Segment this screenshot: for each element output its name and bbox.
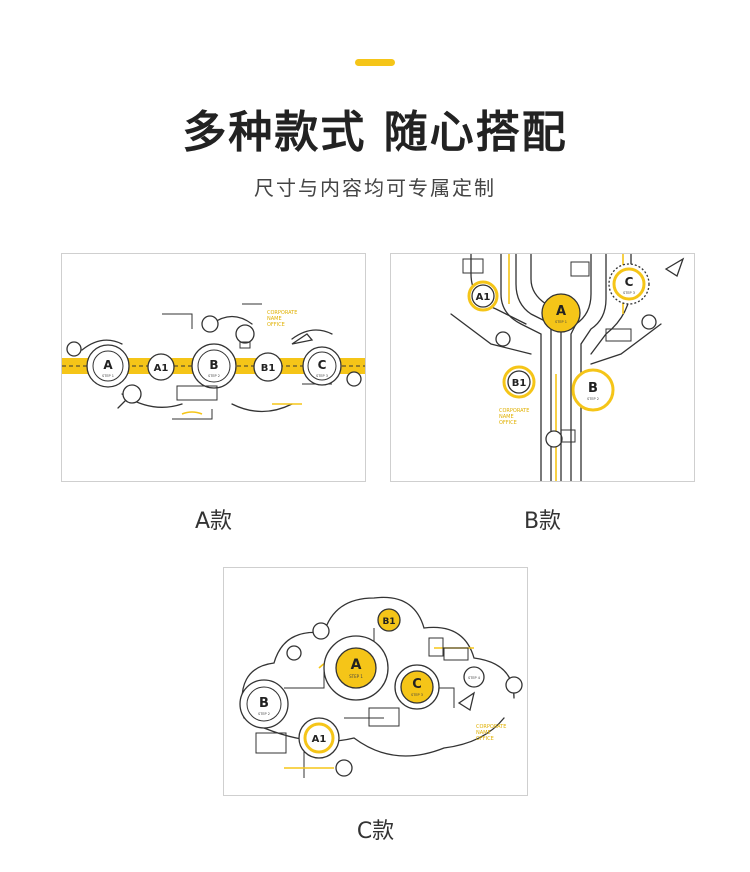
node-b-step: STEP 2 xyxy=(208,374,220,378)
person-icon xyxy=(495,331,511,347)
node-c xyxy=(302,346,342,386)
node-b1 xyxy=(253,352,283,382)
style-c-card[interactable]: B1 A STEP 1 C STEP 3 B STEP 2 A1 STEP 4 … xyxy=(223,567,528,796)
node-b1 xyxy=(507,370,531,394)
node-a1 xyxy=(147,353,175,381)
corporate-line-3: OFFICE xyxy=(267,322,285,328)
node-a1-label: A1 xyxy=(312,734,327,745)
node-c-step: STEP 3 xyxy=(623,291,635,295)
node-a1 xyxy=(471,284,495,308)
corporate-line-2: NAME xyxy=(267,316,282,322)
phone-icon xyxy=(428,637,444,657)
node-c-label: C xyxy=(412,677,422,692)
circuit-lines xyxy=(162,303,332,420)
node-b1 xyxy=(377,608,401,632)
node-b-label: B xyxy=(259,696,269,711)
rocket-icon xyxy=(291,333,314,345)
node-c-step: STEP 3 xyxy=(411,693,423,697)
node-step4 xyxy=(463,666,485,688)
lightbulb-base-icon xyxy=(239,341,251,349)
node-a xyxy=(335,647,377,689)
corporate-line-1: CORPORATE xyxy=(476,724,506,730)
node-b-step: STEP 2 xyxy=(258,712,270,716)
node-b-label: B xyxy=(209,358,218,372)
node-c xyxy=(400,670,434,704)
node-a1-label: A1 xyxy=(154,363,169,374)
rocket-icon xyxy=(457,691,476,712)
style-b-caption: B款 xyxy=(523,509,562,534)
magnifier-handle-icon xyxy=(117,400,126,409)
chart-icon xyxy=(462,258,484,274)
node-c xyxy=(612,267,646,301)
node-a xyxy=(541,293,581,333)
style-a-card[interactable]: A STEP 1 A1 B STEP 2 B1 C STEP 3 CORPORA… xyxy=(61,253,366,482)
node-a1 xyxy=(303,722,335,754)
node-c-label: C xyxy=(625,275,634,289)
team-icon xyxy=(605,328,632,342)
avatar-icon xyxy=(641,314,657,330)
node-a-step: STEP 1 xyxy=(102,374,114,378)
page-subtitle: 尺寸与内容均可专属定制 xyxy=(254,176,496,200)
node-b-inner xyxy=(246,686,282,722)
avatar-icon xyxy=(505,676,523,694)
node-b1-label: B1 xyxy=(382,617,395,627)
node-c-inner xyxy=(307,351,337,381)
cube-icon xyxy=(368,707,400,727)
corporate-line-1: CORPORATE xyxy=(499,408,529,414)
browser-icon xyxy=(443,647,469,661)
style-a-caption: A款 xyxy=(194,509,233,534)
magnifier-icon xyxy=(286,645,302,661)
corporate-line-2: NAME xyxy=(499,414,514,420)
magnifier-icon xyxy=(122,384,142,404)
lightbulb-icon xyxy=(235,324,255,344)
page-title: 多种款式 随心搭配 xyxy=(182,107,568,158)
monitor-icon xyxy=(570,261,590,277)
user-badge-icon xyxy=(545,430,563,448)
corporate-line-3: OFFICE xyxy=(476,736,494,742)
node-step4-label: STEP 4 xyxy=(468,676,481,680)
team-icon xyxy=(176,385,218,401)
tablet-icon xyxy=(560,429,576,443)
accent-bar xyxy=(355,59,395,66)
user-badge-icon xyxy=(335,759,353,777)
node-a-inner xyxy=(92,350,124,382)
analytics-icon xyxy=(255,732,287,754)
style-a-illustration: A STEP 1 A1 B STEP 2 B1 C STEP 3 CORPORA… xyxy=(62,303,365,420)
style-b-card[interactable]: A1 A STEP 1 C STEP 3 B1 B STEP 2 CORPORA… xyxy=(390,253,695,482)
person-icon xyxy=(312,622,330,640)
corporate-line-1: CORPORATE xyxy=(267,310,297,316)
style-c-illustration: B1 A STEP 1 C STEP 3 B STEP 2 A1 STEP 4 … xyxy=(239,596,523,778)
node-b-label: B xyxy=(588,381,598,396)
node-a-label: A xyxy=(103,358,113,372)
connector-lines xyxy=(81,315,333,413)
person-icon xyxy=(66,341,82,357)
rocket-icon xyxy=(664,257,685,277)
node-a-label: A xyxy=(556,304,566,319)
avatar-icon xyxy=(346,371,362,387)
node-a-label: A xyxy=(351,657,362,673)
user-badge-icon xyxy=(201,315,219,333)
node-b-step: STEP 2 xyxy=(587,397,599,401)
style-c-caption: C款 xyxy=(356,819,395,844)
corporate-line-3: OFFICE xyxy=(499,420,517,426)
node-b1-label: B1 xyxy=(261,363,276,374)
node-b xyxy=(571,368,615,412)
corporate-line-2: NAME xyxy=(476,730,491,736)
node-a1-label: A1 xyxy=(476,292,491,303)
node-b-inner xyxy=(197,349,231,383)
node-c-label: C xyxy=(318,358,327,372)
node-c-step: STEP 3 xyxy=(316,374,328,378)
node-a-step: STEP 1 xyxy=(349,674,363,679)
yellow-accents xyxy=(181,403,302,415)
node-b1-label: B1 xyxy=(512,378,527,389)
style-b-illustration: A1 A STEP 1 C STEP 3 B1 B STEP 2 CORPORA… xyxy=(450,254,685,481)
node-a-step: STEP 1 xyxy=(555,320,567,324)
